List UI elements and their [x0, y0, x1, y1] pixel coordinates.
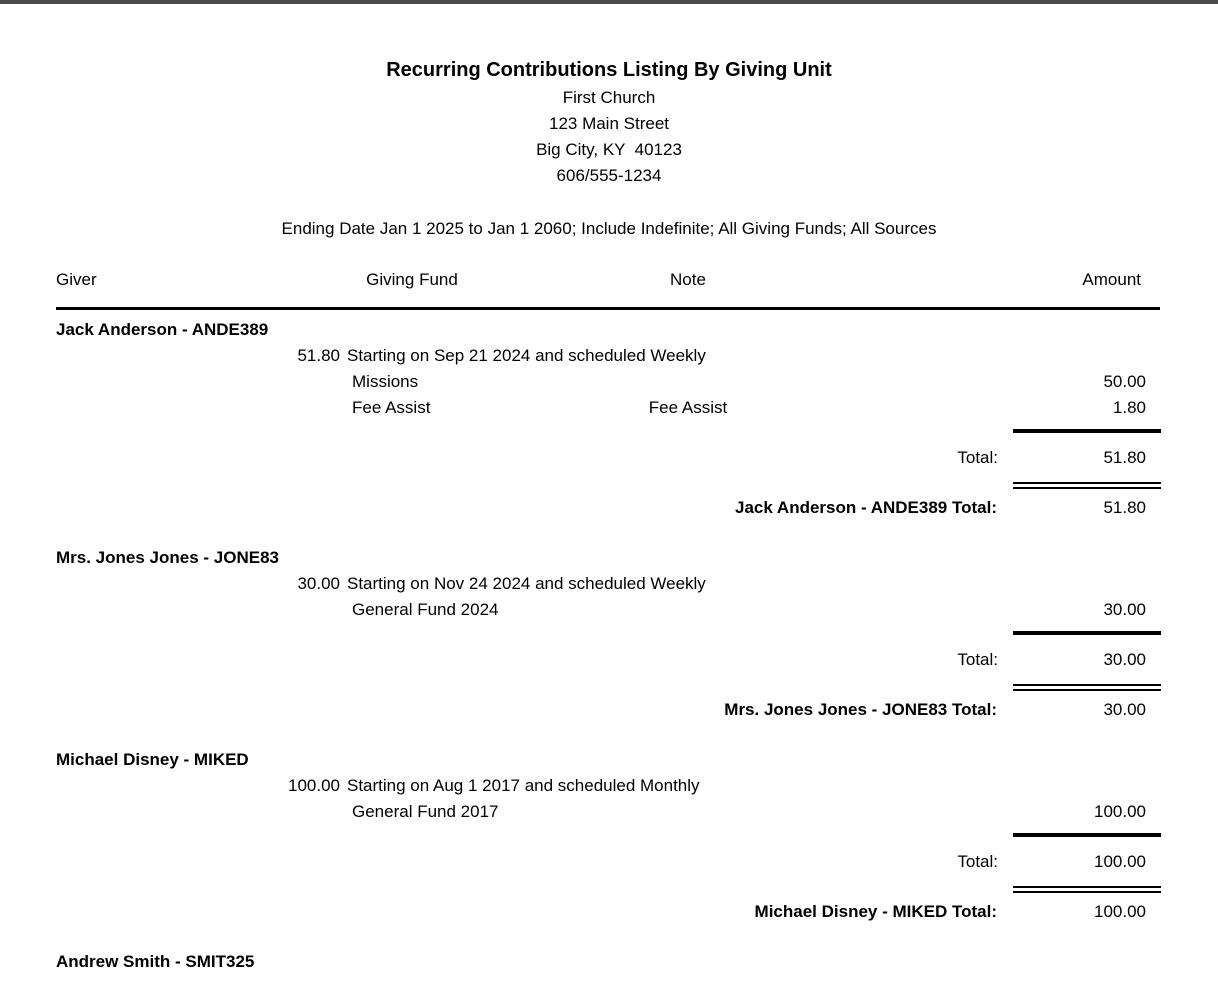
total-row: Total: 30.00: [0, 647, 1218, 673]
report-header: Recurring Contributions Listing By Givin…: [0, 55, 1218, 242]
column-header-note: Note: [670, 270, 706, 289]
total-rule: [1013, 833, 1161, 837]
schedule-amount: 30.00: [297, 574, 340, 593]
line-note: Fee Assist: [648, 398, 728, 417]
fund-line-row: General Fund 2017 100.00: [0, 799, 1218, 825]
org-name: First Church: [562, 88, 656, 107]
total-row: Total: 51.80: [0, 445, 1218, 471]
total-row: Total: 100.00: [0, 849, 1218, 875]
giver-group-name-row: Michael Disney - MIKED: [0, 747, 1218, 773]
total-amount: 30.00: [1103, 650, 1146, 669]
line-amount: 100.00: [1094, 802, 1146, 821]
fund-line-row: Fee Assist Fee Assist 1.80: [0, 395, 1218, 421]
schedule-amount: 51.80: [297, 346, 340, 365]
org-phone: 606/555-1234: [556, 166, 662, 185]
line-amount: 30.00: [1103, 600, 1146, 619]
giving-fund-name: General Fund 2024: [352, 600, 499, 619]
giver-group-name-row: Mrs. Jones Jones - JONE83: [0, 545, 1218, 571]
group-total-row: Michael Disney - MIKED Total: 100.00: [0, 899, 1218, 925]
schedule-row: 30.00 Starting on Nov 24 2024 and schedul…: [0, 571, 1218, 597]
group-total-label: Jack Anderson - ANDE389 Total:: [735, 498, 997, 517]
total-label: Total:: [957, 448, 998, 467]
line-amount: 1.80: [1112, 398, 1146, 417]
report-table: Giver Giving Fund Note Amount Jack Ander…: [0, 267, 1218, 975]
group-total-double-rule: [1013, 886, 1161, 893]
giver-group-name-row: Jack Anderson - ANDE389: [0, 317, 1218, 343]
group-total-label: Mrs. Jones Jones - JONE83 Total:: [724, 700, 997, 719]
schedule-amount: 100.00: [288, 776, 340, 795]
total-label: Total:: [957, 650, 998, 669]
giving-fund-name: Fee Assist: [352, 398, 431, 417]
schedule-description: Starting on Nov 24 2024 and scheduled We…: [347, 574, 706, 593]
org-city-state-zip: Big City, KY 40123: [536, 140, 682, 159]
total-rule: [1013, 429, 1161, 433]
total-amount: 51.80: [1103, 448, 1146, 467]
schedule-row: 51.80 Starting on Sep 21 2024 and schedul…: [0, 343, 1218, 369]
group-total-double-rule: [1013, 684, 1161, 691]
giver-name: Mrs. Jones Jones - JONE83: [56, 548, 279, 567]
giver-name: Jack Anderson - ANDE389: [56, 320, 269, 339]
line-amount: 50.00: [1103, 372, 1146, 391]
giver-name: Michael Disney - MIKED: [56, 750, 249, 769]
group-total-row: Mrs. Jones Jones - JONE83 Total: 30.00: [0, 697, 1218, 723]
group-total-row: Jack Anderson - ANDE389 Total: 51.80: [0, 495, 1218, 521]
total-rule: [1013, 631, 1161, 635]
window-edge: [0, 0, 1218, 4]
schedule-description: Starting on Sep 21 2024 and scheduled We…: [347, 346, 706, 365]
total-amount: 100.00: [1094, 852, 1146, 871]
report-title: Recurring Contributions Listing By Givin…: [386, 59, 832, 81]
schedule-row: 100.00 Starting on Aug 1 2017 and schedul…: [0, 773, 1218, 799]
column-header-giver: Giver: [56, 270, 97, 289]
group-total-amount: 30.00: [1103, 700, 1146, 719]
org-address: 123 Main Street: [548, 114, 669, 133]
fund-line-row: Missions 50.00: [0, 369, 1218, 395]
column-header-giving-fund: Giving Fund: [366, 270, 458, 289]
group-total-label: Michael Disney - MIKED Total:: [754, 902, 997, 921]
giver-name: Andrew Smith - SMIT325: [56, 952, 255, 971]
column-header-amount: Amount: [1082, 270, 1141, 289]
group-total-double-rule: [1013, 482, 1161, 489]
group-total-amount: 51.80: [1103, 498, 1146, 517]
total-label: Total:: [957, 852, 998, 871]
table-header-row: Giver Giving Fund Note Amount: [0, 267, 1218, 293]
giving-fund-name: General Fund 2017: [352, 802, 499, 821]
giver-group-name-row: Andrew Smith - SMIT325: [0, 949, 1218, 975]
giving-fund-name: Missions: [352, 372, 419, 391]
group-total-amount: 100.00: [1094, 902, 1146, 921]
report-criteria: Ending Date Jan 1 2025 to Jan 1 2060; In…: [281, 219, 937, 238]
schedule-description: Starting on Aug 1 2017 and scheduled Mon…: [347, 776, 700, 795]
table-header-rule: [56, 307, 1160, 310]
fund-line-row: General Fund 2024 30.00: [0, 597, 1218, 623]
